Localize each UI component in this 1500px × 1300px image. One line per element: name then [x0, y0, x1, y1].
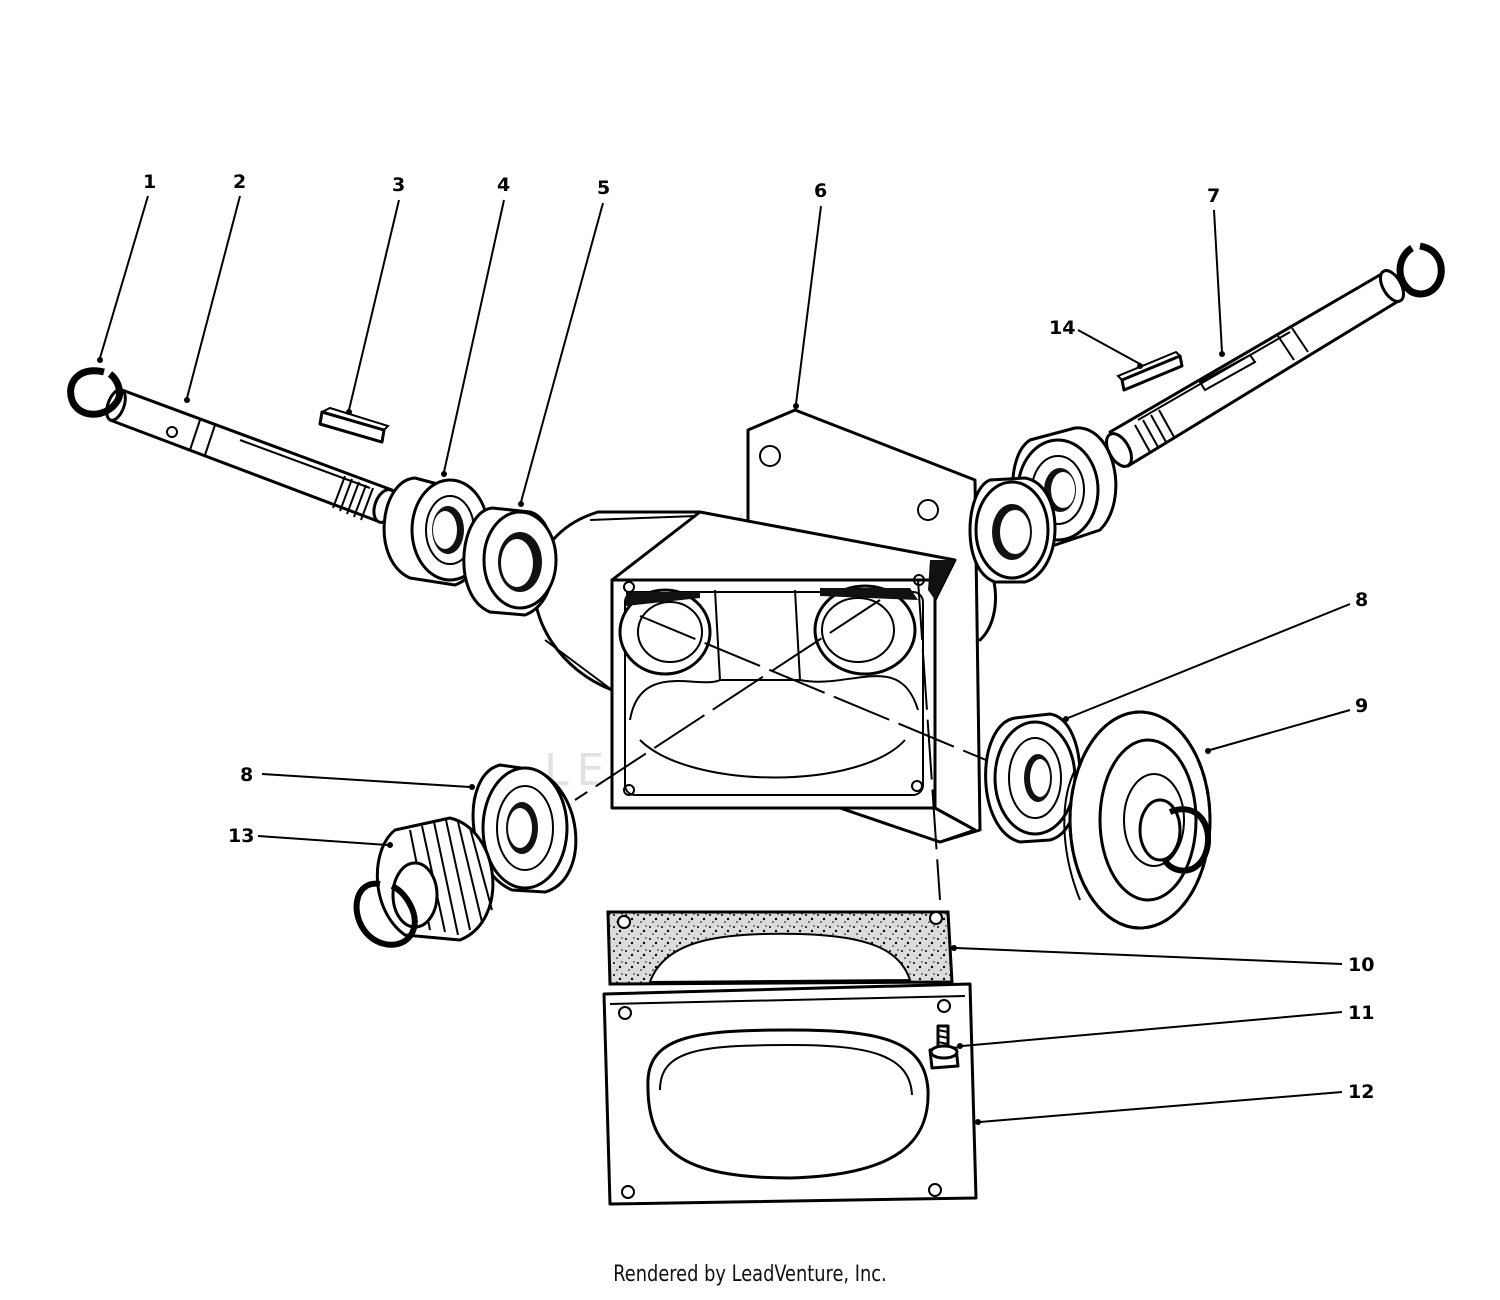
- left-shaft-key: [318, 406, 390, 444]
- callout-11: 11: [1348, 1002, 1374, 1024]
- left-cross-bearing: [471, 763, 578, 894]
- pinion-bevel-gear: [353, 816, 495, 948]
- callout-6: 6: [814, 180, 827, 202]
- callout-14: 14: [1049, 317, 1075, 339]
- right-retaining-ring: [1396, 242, 1445, 298]
- footer-credit: Rendered by LeadVenture, Inc.: [613, 1262, 887, 1287]
- right-inner-bearing: [968, 476, 1057, 584]
- right-output-shaft: [1105, 269, 1406, 468]
- callout-4: 4: [497, 174, 510, 196]
- right-cross-bearing: [984, 712, 1082, 844]
- bottom-cover-plate: [602, 982, 978, 1206]
- gear-housing: [532, 408, 1011, 901]
- left-retaining-ring: [67, 367, 124, 418]
- callout-9: 9: [1355, 695, 1368, 717]
- callout-7: 7: [1207, 185, 1220, 207]
- cover-gasket: [606, 910, 954, 986]
- right-shaft-key: [1116, 350, 1184, 392]
- leader-lines: [97, 195, 1351, 1125]
- large-bevel-gear: [1063, 710, 1212, 930]
- callout-8-right: 8: [1355, 589, 1368, 611]
- callout-1: 1: [143, 171, 156, 193]
- callout-12: 12: [1348, 1081, 1374, 1103]
- callout-numbers: 1 2 3 4 5 6 7 14 8 9 8 13 10 11 12: [143, 171, 1374, 1103]
- left-inner-bearing: [462, 506, 558, 617]
- callout-8-left: 8: [240, 764, 253, 786]
- callout-10: 10: [1348, 954, 1374, 976]
- cover-bolt: [928, 1024, 960, 1070]
- callout-3: 3: [392, 174, 405, 196]
- left-input-shaft: [105, 388, 398, 524]
- callout-13: 13: [228, 825, 254, 847]
- callout-5: 5: [597, 177, 610, 199]
- callout-2: 2: [233, 171, 246, 193]
